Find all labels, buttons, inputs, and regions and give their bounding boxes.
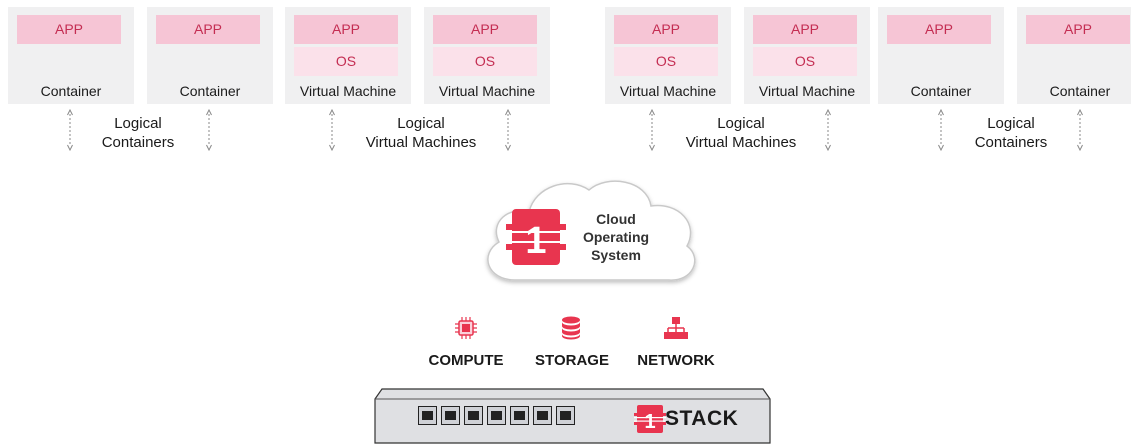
database-icon bbox=[562, 316, 580, 340]
dashed-arrow bbox=[938, 109, 944, 151]
network-icon bbox=[664, 317, 688, 339]
group-label-containers-right: Logical Containers bbox=[921, 114, 1101, 152]
app-label: APP bbox=[294, 15, 398, 44]
dashed-arrow bbox=[1077, 109, 1083, 151]
os-label: OS bbox=[294, 47, 398, 76]
cloud-label-line: Operating bbox=[582, 229, 650, 245]
compute-label: COMPUTE bbox=[428, 352, 504, 369]
port-icon bbox=[464, 406, 483, 425]
group-label-vms-left: Logical Virtual Machines bbox=[331, 114, 511, 152]
box-vm-2: APP OS Virtual Machine bbox=[424, 7, 550, 104]
onestack-brand-icon: 1 bbox=[634, 405, 666, 433]
group-label-line: Logical bbox=[987, 115, 1035, 132]
group-label-line: Containers bbox=[974, 134, 1048, 151]
app-label: APP bbox=[17, 15, 121, 44]
box-caption: Container bbox=[910, 83, 972, 99]
app-label: APP bbox=[753, 15, 857, 44]
cloud-label-line: Cloud bbox=[596, 211, 636, 227]
port-icon bbox=[556, 406, 575, 425]
box-caption: Virtual Machine bbox=[438, 83, 536, 99]
box-container-2: APP Container bbox=[147, 7, 273, 104]
app-label: APP bbox=[887, 15, 991, 44]
chip-icon bbox=[455, 317, 477, 339]
box-container-4: APP Container bbox=[1017, 7, 1131, 104]
onestack-logo-icon: 1 bbox=[506, 209, 566, 265]
group-label-containers-left: Logical Containers bbox=[48, 114, 228, 152]
dashed-arrow bbox=[329, 109, 335, 151]
dashed-arrow bbox=[67, 109, 73, 151]
box-caption: Container bbox=[179, 83, 241, 99]
group-label-line: Virtual Machines bbox=[685, 134, 797, 151]
brand-text: STACK bbox=[665, 407, 739, 430]
box-caption: Virtual Machine bbox=[299, 83, 397, 99]
port-icon bbox=[441, 406, 460, 425]
app-label: APP bbox=[433, 15, 537, 44]
dashed-arrow bbox=[206, 109, 212, 151]
group-label-line: Virtual Machines bbox=[365, 134, 477, 151]
dashed-arrow bbox=[649, 109, 655, 151]
app-label: APP bbox=[156, 15, 260, 44]
dashed-arrow bbox=[505, 109, 511, 151]
box-vm-4: APP OS Virtual Machine bbox=[744, 7, 870, 104]
brand-number: 1 bbox=[644, 411, 655, 433]
box-vm-3: APP OS Virtual Machine bbox=[605, 7, 731, 104]
os-label: OS bbox=[753, 47, 857, 76]
cloud-label-line: System bbox=[591, 247, 641, 263]
box-container-1: APP Container bbox=[8, 7, 134, 104]
group-label-line: Logical bbox=[114, 115, 162, 132]
app-label: APP bbox=[1026, 15, 1130, 44]
storage-label: STORAGE bbox=[535, 352, 609, 369]
dashed-arrow bbox=[825, 109, 831, 151]
server-ports bbox=[418, 406, 575, 425]
box-vm-1: APP OS Virtual Machine bbox=[285, 7, 411, 104]
port-icon bbox=[487, 406, 506, 425]
box-caption: Container bbox=[40, 83, 102, 99]
port-icon bbox=[533, 406, 552, 425]
port-icon bbox=[418, 406, 437, 425]
network-label: NETWORK bbox=[637, 352, 715, 369]
group-label-line: Containers bbox=[101, 134, 175, 151]
box-caption: Virtual Machine bbox=[758, 83, 856, 99]
group-label-line: Logical bbox=[717, 115, 765, 132]
logo-number: 1 bbox=[525, 220, 546, 262]
cloud-label: Cloud Operating System bbox=[576, 210, 656, 264]
port-icon bbox=[510, 406, 529, 425]
group-label-vms-right: Logical Virtual Machines bbox=[651, 114, 831, 152]
os-label: OS bbox=[614, 47, 718, 76]
group-label-line: Logical bbox=[397, 115, 445, 132]
box-caption: Virtual Machine bbox=[619, 83, 717, 99]
box-caption: Container bbox=[1049, 83, 1111, 99]
box-container-3: APP Container bbox=[878, 7, 1004, 104]
app-label: APP bbox=[614, 15, 718, 44]
os-label: OS bbox=[433, 47, 537, 76]
